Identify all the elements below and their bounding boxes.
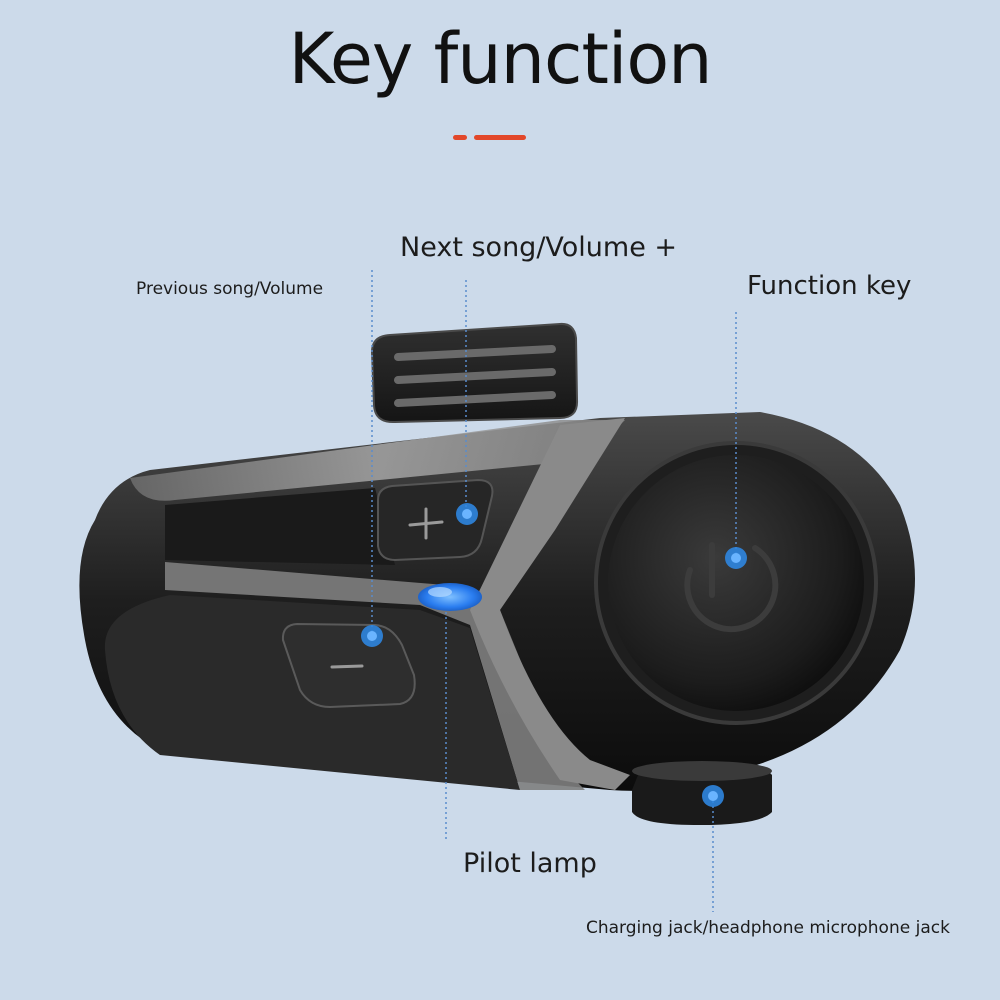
minus-icon xyxy=(330,664,364,669)
volume-up-button[interactable] xyxy=(377,478,494,562)
function-key-button[interactable] xyxy=(594,441,878,725)
page-title: Key function xyxy=(288,18,712,100)
label-next-song: Next song/Volume + xyxy=(400,232,678,263)
volume-down-button[interactable] xyxy=(281,622,416,709)
power-icon xyxy=(684,542,779,633)
mount-clip xyxy=(370,322,579,424)
pilot-lamp xyxy=(418,583,482,611)
charging-jack xyxy=(632,761,772,825)
plus-icon xyxy=(408,507,444,540)
label-charging-jack: Charging jack/headphone microphone jack xyxy=(586,918,950,938)
label-function-key: Function key xyxy=(747,271,912,301)
label-previous-song: Previous song/Volume xyxy=(136,279,324,299)
title-accent-long xyxy=(474,135,526,140)
leader-lines xyxy=(371,270,737,912)
title-accent-short xyxy=(453,135,467,140)
indicator-dots xyxy=(361,503,747,807)
label-pilot-lamp: Pilot lamp xyxy=(463,848,597,879)
